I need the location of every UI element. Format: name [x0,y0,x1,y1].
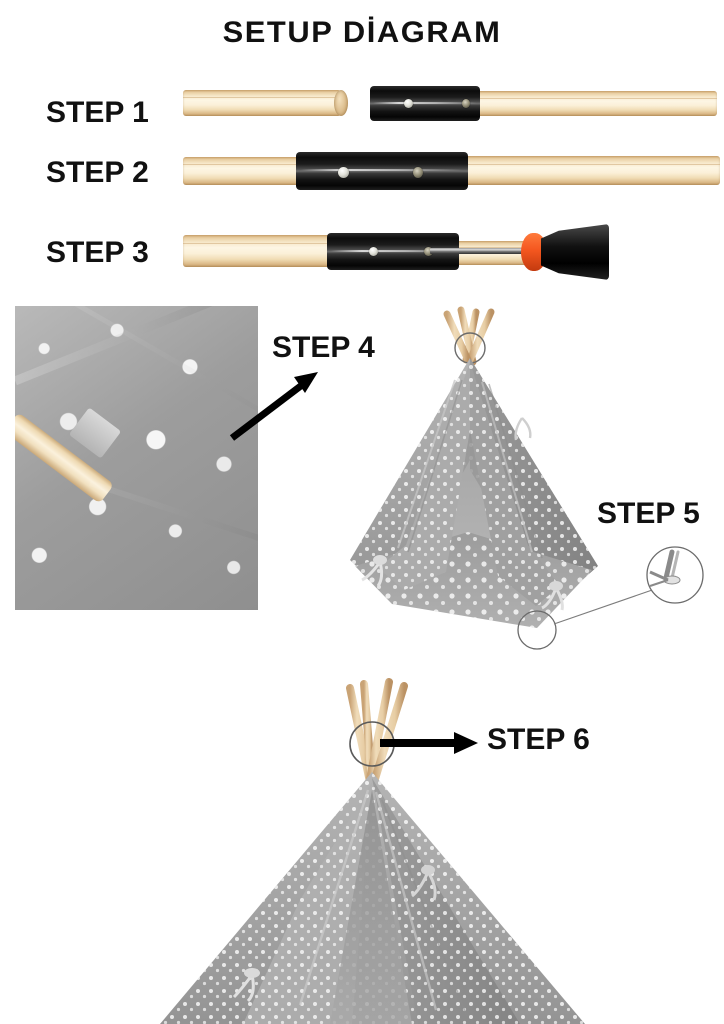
wooden-rod-end-cap [334,90,348,116]
fabric-pole-sleeve [68,407,122,459]
connector-screw-1 [404,99,413,108]
step-1-label: STEP 1 [46,96,149,129]
fabric-fold-bottom [88,480,258,548]
teepee-inner-opening [440,372,500,572]
teepee-right-panel [470,358,598,606]
teepee-front-flap-right [470,362,560,606]
step-6-tie-right [411,871,437,901]
step-6-tent-inner-opening [330,790,412,1024]
black-connector-sleeve-joined [296,152,468,190]
page-title: SETUP DİAGRAM [222,16,502,49]
screwdriver-shaft [430,248,550,254]
step-4-fabric-photo [15,306,258,610]
teepee-left-panel [350,358,470,600]
step-6-tie-left [232,974,255,1003]
wooden-rod-left [183,90,341,116]
step-4-label: STEP 4 [272,331,375,364]
tightening-screw-1 [369,247,378,256]
step-6-arrow [380,732,478,754]
teepee-front-flap-left [378,362,470,590]
step-5-label: STEP 5 [597,497,700,530]
fabric-fold-top [15,306,258,386]
wooden-rod-right [464,91,717,116]
tightening-screw-2 [424,247,433,256]
teepee-corner-callout-circle [517,610,557,650]
step-6-top-poles [346,678,408,788]
step-6-tent-flap-left [243,782,372,1024]
teepee-tent-body [350,358,598,628]
screwdriver-handle [541,224,609,280]
teepee-apex-callout-circle [454,332,486,364]
teepee-fabric-ties [361,417,564,611]
callout-connector-line [553,587,659,625]
teepee-floor-mat [355,532,592,628]
assembled-rod-left [183,235,331,267]
step-6-tent-body [160,772,585,1024]
step-3-label: STEP 3 [46,236,149,269]
step-6-label: STEP 6 [487,723,590,756]
connector-screw-2 [462,99,470,108]
step-2-label: STEP 2 [46,156,149,189]
connector-screw-left [338,167,349,178]
magnified-detail-circle [646,546,704,604]
joined-rod-right [462,156,720,185]
connector-screw-right [413,167,423,178]
step-5-callout [517,546,704,650]
step-6-tent-front [160,772,585,1024]
step-6-tent-right-panel [372,778,520,1024]
black-connector-sleeve [370,86,480,121]
step-6-pole-crossing-circle [349,721,395,767]
teepee-top-poles [443,306,495,366]
